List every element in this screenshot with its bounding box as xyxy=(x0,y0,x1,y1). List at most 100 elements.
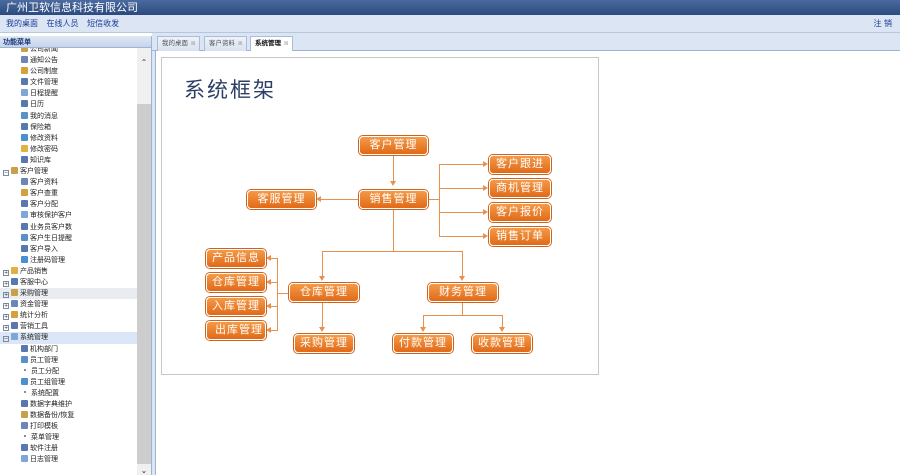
sidebar-item[interactable]: 数据备份/恢复 xyxy=(0,410,138,421)
folder-icon xyxy=(11,289,18,297)
folder-icon xyxy=(11,167,18,175)
folder-icon xyxy=(21,56,28,64)
sidebar-item[interactable]: 客户查重 xyxy=(0,188,138,199)
expand-icon[interactable]: + xyxy=(3,325,9,332)
sidebar-item[interactable]: 打印模板 xyxy=(0,421,138,432)
node-sales-order: 销售订单 xyxy=(489,227,551,246)
sidebar-item[interactable]: 日志管理 xyxy=(0,454,138,465)
folder-icon xyxy=(21,178,28,186)
sidebar-item[interactable]: + 客服中心 xyxy=(0,277,138,288)
sidebar-item[interactable]: 客户导入 xyxy=(0,244,138,255)
sidebar-item-label: 日历 xyxy=(30,100,44,109)
sidebar-item[interactable]: 公司制度 xyxy=(0,66,138,77)
scroll-thumb[interactable] xyxy=(137,104,151,464)
sidebar-item-label: 软件注册 xyxy=(30,444,58,453)
folder-icon xyxy=(21,144,28,152)
collapse-icon[interactable]: − xyxy=(3,170,9,177)
tab-system-mgmt[interactable]: 系统管理☒ xyxy=(250,36,294,52)
sidebar-item[interactable]: 菜单管理 xyxy=(0,432,138,443)
sidebar-item-label: 客服中心 xyxy=(20,277,48,286)
scroll-down-icon[interactable]: ⌄ xyxy=(140,466,148,475)
sidebar-item[interactable]: +产品销售 xyxy=(0,266,138,277)
expand-icon[interactable]: + xyxy=(3,269,9,276)
sidebar-item[interactable]: 数据字典维护 xyxy=(0,399,138,410)
sidebar-item[interactable]: 客户生日提醒 xyxy=(0,233,138,244)
sidebar-item[interactable]: 业务员客户数 xyxy=(0,222,138,233)
sidebar-item[interactable]: +采购管理 xyxy=(0,288,138,300)
folder-icon xyxy=(21,200,28,208)
sidebar-item[interactable]: 机构部门 xyxy=(0,344,138,355)
tab-customer-info[interactable]: 客户资料☒ xyxy=(204,36,248,51)
folder-icon xyxy=(11,300,18,308)
sidebar-item[interactable]: 注册码管理 xyxy=(0,255,138,266)
sidebar-item[interactable]: 文件管理 xyxy=(0,77,138,88)
sidebar-item-label: 员工组管理 xyxy=(30,377,65,386)
sidebar-item[interactable]: 审核保护客户 xyxy=(0,210,138,221)
sidebar-item[interactable]: +营销工具 xyxy=(0,321,138,332)
bullet-icon xyxy=(24,435,26,438)
nav-online-users[interactable]: 在线人员 xyxy=(46,19,79,28)
sidebar-scrollbar[interactable]: ⌃ ⌄ xyxy=(137,48,151,475)
sidebar-item-label: 我的消息 xyxy=(30,111,58,120)
sidebar-item[interactable]: 保险箱 xyxy=(0,122,138,133)
folder-icon xyxy=(21,422,28,430)
folder-icon xyxy=(21,67,28,75)
sidebar-item[interactable]: 软件注册 xyxy=(0,443,138,454)
nav-sms[interactable]: 短信收发 xyxy=(87,19,120,28)
folder-icon xyxy=(21,444,28,452)
close-icon[interactable]: ☒ xyxy=(284,41,289,47)
collapse-icon[interactable]: − xyxy=(3,336,9,343)
close-icon[interactable]: ☒ xyxy=(191,41,196,47)
sidebar-item[interactable]: 员工分配 xyxy=(0,366,138,377)
node-warehouse-sub: 仓库管理 xyxy=(206,273,266,292)
tab-my-desktop[interactable]: 我的桌面☒ xyxy=(157,36,201,51)
sidebar-item-label: 客户管理 xyxy=(20,167,48,176)
sidebar-item[interactable]: −系统管理 xyxy=(0,332,138,344)
expand-icon[interactable]: + xyxy=(3,292,9,299)
expand-icon[interactable]: + xyxy=(3,280,9,287)
app-title: 广州卫软信息科技有限公司 xyxy=(0,0,900,15)
logout-link[interactable]: 注 销 xyxy=(873,19,892,28)
sidebar-item[interactable]: 系统配置 xyxy=(0,388,138,399)
sidebar-item[interactable]: 修改资料 xyxy=(0,133,138,144)
sidebar-item[interactable]: 员工组管理 xyxy=(0,377,138,388)
nav-my-desktop[interactable]: 我的桌面 xyxy=(6,19,38,28)
expand-icon[interactable]: + xyxy=(3,303,9,310)
close-icon[interactable]: ☒ xyxy=(238,41,243,47)
sidebar-item-label: 机构部门 xyxy=(30,344,58,353)
expand-icon[interactable]: + xyxy=(3,314,9,321)
sidebar-item[interactable]: 员工管理 xyxy=(0,355,138,366)
folder-icon xyxy=(21,411,28,419)
sidebar-item-label: 资金管理 xyxy=(20,300,48,309)
folder-icon xyxy=(21,233,28,241)
folder-icon xyxy=(21,355,28,363)
sidebar-item[interactable]: 客户分配 xyxy=(0,199,138,210)
node-receipt: 收款管理 xyxy=(472,334,532,353)
folder-icon xyxy=(11,333,18,341)
sidebar-item-label: 系统配置 xyxy=(31,388,59,397)
sidebar-item[interactable]: − 客户管理 xyxy=(0,166,138,177)
node-customer-mgmt: 客户管理 xyxy=(359,136,428,155)
sidebar-item-label: 知识库 xyxy=(30,155,51,164)
sidebar-item[interactable]: 知识库 xyxy=(0,155,138,166)
sidebar-item-label: 客户查重 xyxy=(30,189,58,198)
sidebar-item[interactable]: +统计分析 xyxy=(0,310,138,321)
sidebar-item[interactable]: 修改密码 xyxy=(0,144,138,155)
menu-tree: 公司新闻通知公告公司制度文件管理日程提醒日历我的消息保险箱修改资料修改密码知识库… xyxy=(0,48,138,475)
sidebar-item[interactable]: 日程提醒 xyxy=(0,88,138,99)
sidebar-item[interactable]: 客户资料 xyxy=(0,177,138,188)
folder-icon xyxy=(11,322,18,330)
sidebar-item[interactable]: 日历 xyxy=(0,99,138,110)
bullet-icon xyxy=(24,390,26,393)
sidebar-item-label: 菜单管理 xyxy=(31,433,59,442)
sidebar-item-label: 数据字典维护 xyxy=(30,400,72,408)
sidebar-item[interactable]: 我的消息 xyxy=(0,111,138,122)
sidebar-item-label: 修改资料 xyxy=(30,133,58,142)
scroll-up-icon[interactable]: ⌃ xyxy=(140,58,148,67)
sidebar-item-label: 客户生日提醒 xyxy=(30,233,72,242)
sidebar-item[interactable]: 通知公告 xyxy=(0,55,138,66)
folder-icon xyxy=(11,266,18,274)
sidebar-item[interactable]: + 资金管理 xyxy=(0,299,138,310)
folder-icon xyxy=(21,78,28,86)
sidebar-item[interactable]: 公司新闻 xyxy=(0,48,138,55)
